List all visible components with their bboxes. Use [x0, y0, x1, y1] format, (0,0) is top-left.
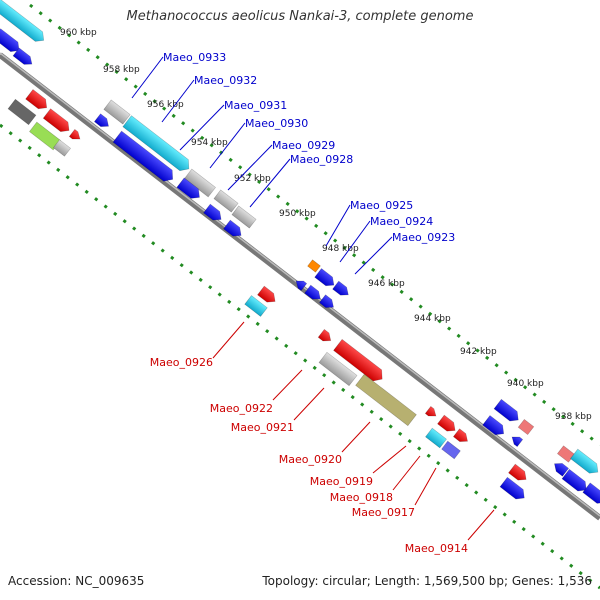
gene-red[interactable] — [333, 338, 387, 384]
gene-label[interactable]: Maeo_0929 — [272, 139, 335, 152]
gene-label-leader — [339, 220, 371, 263]
gene-label-leader — [272, 369, 303, 401]
gene-gray[interactable] — [318, 351, 358, 387]
gene-label-leader — [467, 509, 495, 541]
upper-guide-line — [29, 3, 600, 447]
gene-label-leader — [249, 158, 291, 208]
gene-red[interactable] — [317, 328, 334, 344]
lower-guide-line — [0, 123, 600, 590]
gene-blue[interactable] — [314, 268, 338, 290]
gene-blue[interactable] — [12, 47, 35, 68]
gene-dark-gray[interactable] — [7, 98, 37, 126]
gene-label-leader — [414, 467, 437, 506]
gene-label[interactable]: Maeo_0924 — [370, 215, 433, 228]
gene-pink[interactable] — [517, 418, 535, 436]
gene-blue[interactable] — [93, 113, 111, 130]
gene-pink[interactable] — [556, 445, 576, 463]
ruler-tick-label: 952 kbp — [234, 174, 271, 184]
gene-gray[interactable] — [231, 205, 257, 229]
gene-gray[interactable] — [103, 99, 131, 125]
genome-summary-text: Topology: circular; Length: 1,569,500 bp… — [262, 574, 592, 588]
gene-label[interactable]: Maeo_0928 — [290, 153, 353, 166]
gene-label-leader — [212, 321, 245, 359]
gene-blue[interactable] — [304, 284, 324, 303]
ruler-tick-label: 944 kbp — [414, 314, 451, 324]
ruler-tick-label: 938 kbp — [555, 412, 592, 422]
gene-label[interactable]: Maeo_0931 — [224, 99, 287, 112]
gene-blue[interactable] — [176, 177, 203, 202]
ruler-tick-label: 960 kbp — [60, 28, 97, 38]
ruler-tick-label: 958 kbp — [103, 65, 140, 75]
gene-cyan[interactable] — [244, 295, 268, 317]
gene-label[interactable]: Maeo_0925 — [350, 199, 413, 212]
gene-olive[interactable] — [355, 373, 417, 427]
gene-label[interactable]: Maeo_0923 — [392, 231, 455, 244]
gene-label[interactable]: Maeo_0918 — [330, 491, 393, 504]
ruler-tick-label: 954 kbp — [191, 138, 228, 148]
gene-blue[interactable] — [0, 28, 23, 56]
gene-label[interactable]: Maeo_0920 — [279, 453, 342, 466]
gene-red[interactable] — [42, 108, 72, 136]
ruler-tick-label: 946 kbp — [368, 279, 405, 289]
map-title: Methanococcus aeolicus Nankai-3, complet… — [126, 9, 474, 24]
ruler-tick-label: 942 kbp — [460, 347, 497, 357]
gene-label-leader — [131, 56, 164, 99]
gene-label-leader — [392, 455, 421, 491]
gene-label[interactable]: Maeo_0917 — [352, 506, 415, 519]
gene-red[interactable] — [257, 285, 279, 306]
gene-label[interactable]: Maeo_0914 — [405, 542, 468, 555]
gene-blue[interactable] — [482, 415, 508, 439]
gene-label[interactable]: Maeo_0921 — [231, 421, 294, 434]
gene-gray[interactable] — [184, 168, 216, 198]
gene-red[interactable] — [424, 405, 438, 419]
gene-blue[interactable] — [203, 203, 225, 224]
gene-blue[interactable] — [551, 460, 570, 477]
gene-label[interactable]: Maeo_0922 — [210, 402, 273, 415]
gene-label-leader — [372, 445, 407, 474]
gene-label-leader — [354, 236, 393, 275]
gene-blue[interactable] — [509, 433, 524, 448]
gene-label[interactable]: Maeo_0919 — [310, 475, 373, 488]
gene-blue[interactable] — [493, 398, 522, 424]
ruler-tick-label: 956 kbp — [147, 100, 184, 110]
ruler-tick-label: 940 kbp — [507, 379, 544, 389]
gene-cyan[interactable] — [0, 0, 47, 45]
gene-gray[interactable] — [52, 139, 72, 157]
gene-label-leader — [161, 79, 195, 123]
gene-label-leader — [293, 387, 325, 421]
gene-red[interactable] — [68, 128, 82, 142]
gene-red[interactable] — [508, 463, 530, 484]
gene-blue[interactable] — [561, 468, 590, 494]
gene-blue[interactable] — [332, 280, 352, 299]
gene-label-leader — [227, 144, 273, 191]
gene-red[interactable] — [25, 89, 51, 113]
ruler-tick-label: 948 kbp — [322, 244, 359, 254]
gene-blue[interactable] — [499, 476, 528, 502]
gene-blue[interactable] — [293, 277, 308, 292]
gene-cyan[interactable] — [425, 427, 447, 449]
ruler-tick-label: 950 kbp — [279, 209, 316, 219]
gene-red[interactable] — [437, 414, 459, 435]
accession-text: Accession: NC_009635 — [8, 574, 145, 588]
gene-blue[interactable] — [318, 294, 336, 311]
gene-label-leader — [179, 104, 225, 151]
gene-blue[interactable] — [112, 130, 177, 185]
gene-red[interactable] — [452, 428, 470, 445]
gene-orange[interactable] — [307, 259, 321, 273]
gene-label[interactable]: Maeo_0930 — [245, 117, 308, 130]
gene-green[interactable] — [29, 121, 61, 151]
gene-lavender[interactable] — [441, 440, 461, 460]
gene-gray[interactable] — [213, 189, 239, 213]
gene-label[interactable]: Maeo_0926 — [150, 356, 213, 369]
gene-label[interactable]: Maeo_0933 — [163, 51, 226, 64]
gene-label-leader — [341, 421, 371, 453]
gene-blue[interactable] — [223, 219, 245, 240]
gene-cyan[interactable] — [122, 115, 193, 175]
gene-cyan[interactable] — [570, 448, 600, 477]
gene-label-leader — [325, 204, 351, 247]
gene-label-leader — [209, 122, 246, 169]
gene-label[interactable]: Maeo_0932 — [194, 74, 257, 87]
